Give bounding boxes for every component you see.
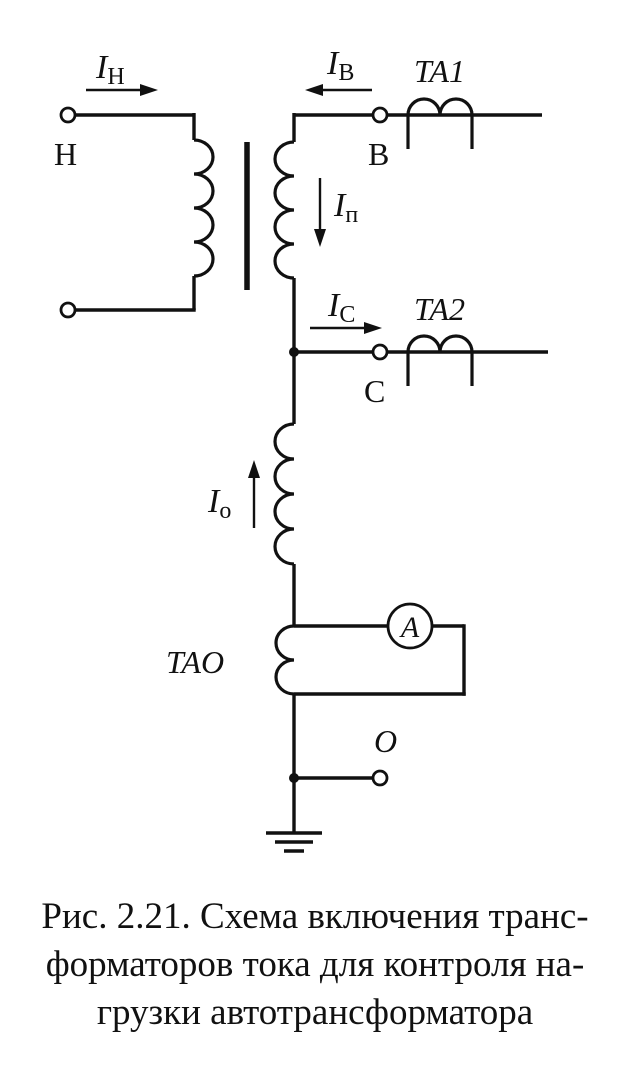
label-terminal-b: В xyxy=(368,136,389,172)
label-ta2: TA2 xyxy=(414,291,465,327)
figure-caption: Рис. 2.21. Схема включения транс- формат… xyxy=(0,893,630,1037)
terminal-b xyxy=(371,106,389,124)
label-terminal-h: Н xyxy=(54,136,77,172)
common-winding xyxy=(273,422,295,566)
caption-line-2: форматоров тока для контроля на- xyxy=(45,944,585,985)
main-conductor xyxy=(273,113,373,833)
primary-winding xyxy=(193,138,215,278)
ta1-winding xyxy=(406,97,474,149)
tao-winding xyxy=(274,624,295,696)
terminal-c xyxy=(371,343,389,361)
ammeter-icon xyxy=(386,602,434,650)
arrow-i-n xyxy=(86,84,158,96)
arrow-i-c xyxy=(310,322,382,334)
ammeter-label: A xyxy=(399,611,420,644)
junction-o xyxy=(289,773,299,783)
label-tao: TAO xyxy=(166,644,224,680)
arrow-i-p xyxy=(314,178,326,247)
caption-line-3: грузки автотрансформатора xyxy=(96,992,534,1033)
label-i-c: IС xyxy=(327,287,355,328)
terminal-o xyxy=(371,769,389,787)
label-terminal-o: O xyxy=(374,723,397,759)
ammeter-circuit: A xyxy=(294,602,466,696)
junction-c xyxy=(289,347,299,357)
ct-ta1 xyxy=(387,97,542,149)
ground-icon xyxy=(266,831,322,853)
primary-circuit xyxy=(59,106,215,319)
terminal-h-top xyxy=(59,106,77,124)
ct-ta2 xyxy=(387,334,548,386)
label-terminal-c: С xyxy=(364,373,385,409)
label-i-v: IВ xyxy=(326,45,354,86)
arrow-i-o xyxy=(248,460,260,528)
caption-line-1: Рис. 2.21. Схема включения транс- xyxy=(41,896,589,937)
arrow-i-v xyxy=(305,84,372,96)
terminal-h-bottom xyxy=(59,301,77,319)
label-i-p: Iп xyxy=(333,187,358,228)
circuit-diagram: A IН IВ Iп IС Iо Н В С O TA1 TA2 TAO xyxy=(54,45,548,853)
series-winding xyxy=(273,140,295,280)
label-i-n: IН xyxy=(95,49,125,90)
ta2-winding xyxy=(406,334,474,386)
label-i-o: Iо xyxy=(207,483,231,524)
label-ta1: TA1 xyxy=(414,53,465,89)
